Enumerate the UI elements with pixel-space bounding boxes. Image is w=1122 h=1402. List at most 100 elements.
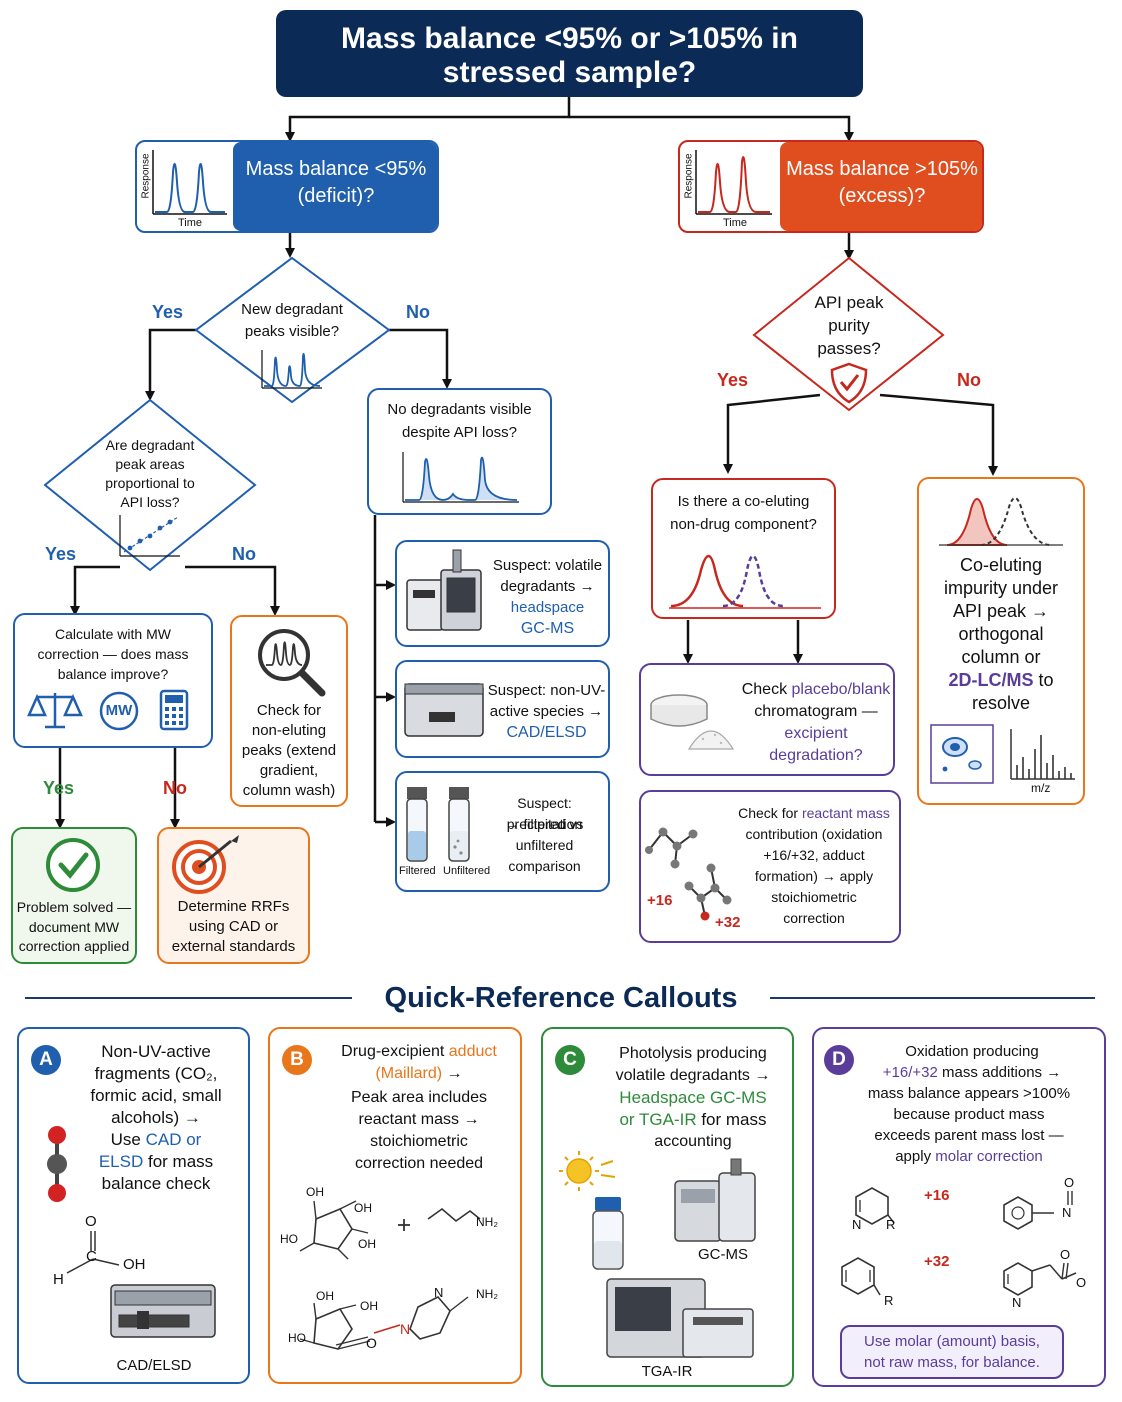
coeluting-question-box: Is there a co-eluting non-drug component… xyxy=(651,478,836,619)
excess-axis-x: Time xyxy=(722,217,748,229)
callout-d-line1: Oxidation producing xyxy=(905,1043,1039,1060)
q-proportional-line1: Are degradant xyxy=(105,437,195,453)
callout-c-line4-wrap: or TGA-IR for mass xyxy=(591,1109,795,1131)
callout-c-line2: volatile degradants → xyxy=(615,1067,771,1084)
calc-mw-icons xyxy=(27,689,189,731)
top-question-box: Mass balance <95% or >105% in stressed s… xyxy=(276,10,863,97)
callout-a-line7: balance check xyxy=(101,1174,211,1193)
callout-d-line4: because product mass xyxy=(893,1106,1045,1123)
b-nh2-2: NH₂ xyxy=(476,1287,498,1301)
deficit-axis-x: Time xyxy=(177,217,203,229)
calc-mw-box: Calculate with MW correction — does mass… xyxy=(13,613,213,748)
callout-b-maillard: (Maillard) xyxy=(375,1065,443,1082)
vial-filtered-label: Filtered xyxy=(399,865,436,877)
callout-b-letter: B xyxy=(282,1045,312,1075)
callout-a-line4: alcohols) → xyxy=(111,1108,201,1127)
b-oh-3: OH xyxy=(358,1237,376,1251)
callout-c-for-mass: for mass xyxy=(696,1110,767,1129)
callout-a-line2: fragments (CO₂, xyxy=(94,1064,218,1083)
precip-line1: Suspect: precipitation xyxy=(506,795,583,832)
b-ho-1: HO xyxy=(280,1232,298,1246)
photolysis-illustration xyxy=(559,1151,756,1358)
mz-label: m/z xyxy=(1031,781,1051,795)
reactant-mass-highlight: reactant mass xyxy=(801,805,890,821)
b-ho-2: HO xyxy=(288,1331,306,1345)
calc-mw-line1: Calculate with MW xyxy=(55,626,171,642)
excess-line2: (excess)? xyxy=(838,185,926,207)
non-uv-line3: CAD/ELSD xyxy=(506,724,587,741)
arrow-q1-no xyxy=(388,328,452,389)
reactant-line3: +16/+32, adduct xyxy=(763,847,865,863)
non-uv-line2: active species → xyxy=(489,703,604,720)
d-n-1: N xyxy=(852,1217,862,1232)
coeluting-peaks-icon xyxy=(669,554,821,609)
non-eluting-line4: gradient, xyxy=(259,762,319,779)
callout-c-tgair-label: TGA-IR xyxy=(641,1363,693,1380)
solved-line1: Problem solved — xyxy=(16,899,132,915)
arrow-q1-yes xyxy=(145,328,197,401)
coeluting-line2: non-drug component? xyxy=(670,516,817,533)
formic-oh: OH xyxy=(123,1256,146,1273)
placebo-line1-wrap: Check placebo/blank xyxy=(737,679,895,701)
diamond-proportional xyxy=(43,398,257,572)
impurity-line5: column or xyxy=(961,647,1041,667)
impurity-line7: resolve xyxy=(971,693,1031,713)
callout-d-mass-add: +16/+32 xyxy=(882,1064,938,1081)
mw-badge-icon xyxy=(99,691,139,731)
label-no-calc: No xyxy=(163,778,187,798)
b-o: O xyxy=(366,1335,377,1351)
callout-a-cad: CAD or xyxy=(145,1130,202,1149)
d-r-2: R xyxy=(884,1293,894,1308)
placebo-line4: degradation? xyxy=(769,747,863,764)
gc-ms-icon xyxy=(674,1158,756,1242)
label-no-q2: No xyxy=(232,544,256,564)
reactant-line6: correction xyxy=(783,910,845,926)
magnifier-chromatogram-icon xyxy=(258,629,326,697)
problem-solved-box: Problem solved — document MW correction … xyxy=(11,827,137,964)
calculator-icon xyxy=(159,689,189,731)
callout-c-box: C Photolysis producing volatile degradan… xyxy=(541,1027,794,1387)
callout-b-line5: stoichiometric xyxy=(370,1133,468,1150)
placebo-line3: excipient xyxy=(784,725,848,742)
non-eluting-line3: peaks (extend xyxy=(241,742,337,759)
excess-box: Mass balance >105% (excess)? Response Ti… xyxy=(678,140,984,233)
top-question-line1: Mass balance <95% or >105% in xyxy=(341,22,798,55)
excess-chromatogram-icon xyxy=(695,150,772,215)
callout-d-line6-wrap: apply molar correction xyxy=(834,1146,1104,1167)
callout-d-line2-wrap: +16/+32 mass additions → xyxy=(856,1062,1088,1083)
arrow-purity-yes xyxy=(723,393,821,474)
volatile-line4: GC-MS xyxy=(520,620,575,637)
mw-badge-label: MW xyxy=(105,702,133,719)
callout-d-box: D Oxidation producing +16/+32 mass addit… xyxy=(812,1027,1106,1387)
sun-icon xyxy=(559,1151,616,1191)
b-oh-4: OH xyxy=(316,1289,334,1303)
q-proportional-line3: proportional to xyxy=(105,475,195,491)
non-eluting-box: Check for non-eluting peaks (extend grad… xyxy=(230,615,348,807)
precip-line2: → filtered vs xyxy=(505,816,584,832)
callout-a-letter: A xyxy=(31,1045,61,1075)
callout-d-note-box: Use molar (amount) basis, not raw mass, … xyxy=(840,1325,1064,1379)
deficit-box: Mass balance <95% (deficit)? Response Ti… xyxy=(135,140,439,233)
impurity-2dlc-ms: 2D-LC/MS xyxy=(948,670,1034,690)
d-n-2: N xyxy=(1062,1205,1072,1220)
label-no-purity: No xyxy=(957,370,981,390)
rrf-line1: Determine RRFs xyxy=(177,898,290,915)
shield-check-icon xyxy=(830,362,868,404)
coeluting-line1: Is there a co-eluting xyxy=(677,493,810,510)
b-n: N xyxy=(434,1285,444,1300)
non-uv-box: Suspect: non-UV- active species → CAD/EL… xyxy=(395,660,610,758)
check-circle-icon xyxy=(46,838,100,892)
callout-a-line5-wrap: Use CAD or xyxy=(63,1129,249,1151)
impurity-line2: impurity under xyxy=(943,578,1059,598)
calc-mw-line3: balance improve? xyxy=(57,666,169,682)
callout-a-box: A Non-UV-active fragments (CO₂, formic a… xyxy=(17,1027,250,1384)
arrow-purity-no xyxy=(879,393,998,476)
impurity-line6-wrap: 2D-LC/MS to xyxy=(919,669,1083,692)
rrf-line3: external standards xyxy=(171,938,296,955)
maillard-reaction-structures xyxy=(299,1200,481,1350)
diamond-new-degradant xyxy=(194,256,391,404)
d-r-1: R xyxy=(886,1217,896,1232)
callout-b-arrow: → xyxy=(442,1065,463,1082)
impurity-line3: API peak → xyxy=(952,601,1050,621)
